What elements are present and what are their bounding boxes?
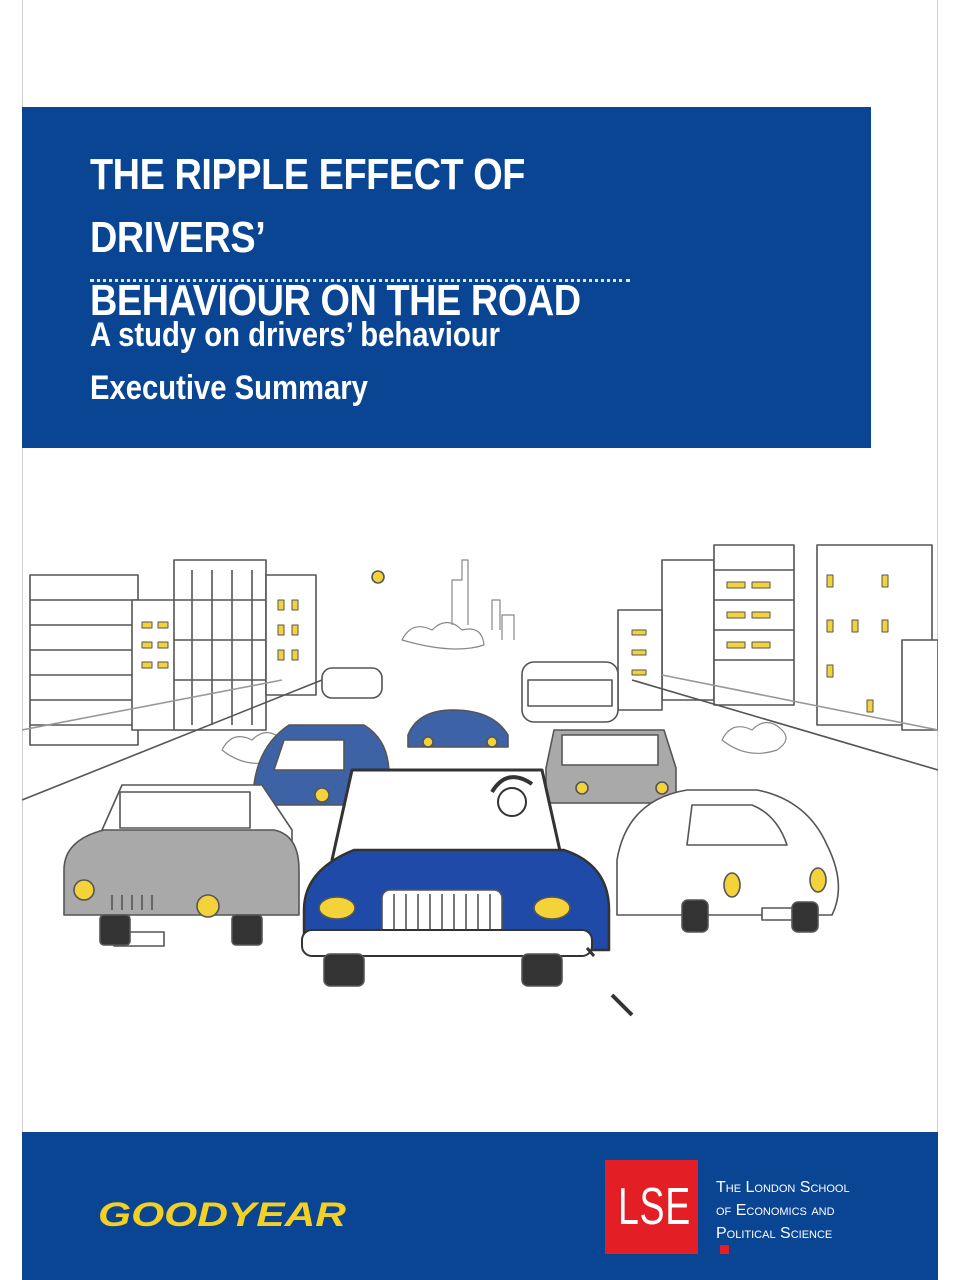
lse-name-line-2: of Economics and: [716, 1202, 835, 1219]
document-subtitle: A study on drivers’ behaviour Executive …: [90, 309, 500, 415]
subtitle-line-2: Executive Summary: [90, 369, 368, 407]
car-blue-center: [301, 768, 611, 987]
lse-red-square-icon: [720, 1245, 729, 1254]
lse-logo-text: LSE: [618, 1178, 691, 1236]
footer-band: GOODYEAR LSE The London School of Econom…: [22, 1132, 938, 1280]
lse-full-name: The London School of Economics and Polit…: [716, 1176, 850, 1254]
document-title: THE RIPPLE EFFECT OF DRIVERS’ BEHAVIOUR …: [90, 143, 692, 332]
lse-name-line-1: The London School: [716, 1179, 850, 1196]
right-buildings: [617, 544, 938, 731]
car-grey-front-left: [63, 784, 300, 947]
goodyear-logo: GOODYEAR: [98, 1196, 347, 1234]
dotted-divider: [90, 279, 630, 285]
left-buildings: [29, 559, 385, 746]
subtitle-line-1: A study on drivers’ behaviour: [90, 316, 501, 354]
distant-cars: [321, 661, 619, 748]
car-white-front-right: [616, 789, 840, 933]
title-line-2: BEHAVIOUR ON THE ROAD: [90, 276, 581, 325]
lse-name-line-3: Political Science: [716, 1225, 833, 1242]
lse-name-line-3-wrap: Political Science: [716, 1222, 850, 1254]
svg-text:GOODYEAR: GOODYEAR: [98, 1196, 347, 1234]
title-banner: THE RIPPLE EFFECT OF DRIVERS’ BEHAVIOUR …: [22, 107, 871, 448]
car-grey-right: [545, 729, 677, 804]
title-line-1: THE RIPPLE EFFECT OF DRIVERS’: [90, 150, 525, 262]
lse-logo: LSE: [605, 1160, 698, 1254]
traffic-illustration: [22, 544, 938, 1017]
